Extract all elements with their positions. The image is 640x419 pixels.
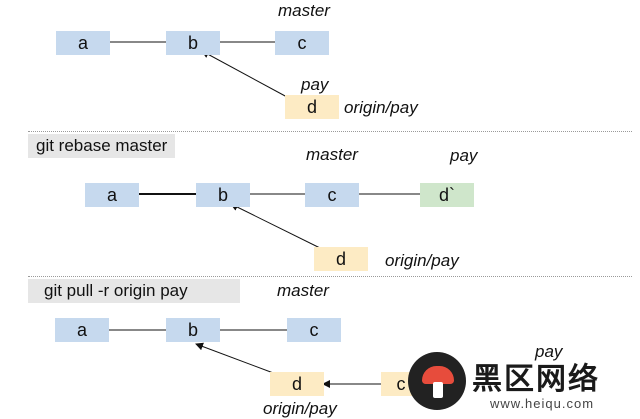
label-pay: pay xyxy=(535,342,563,361)
mushroom-logo-icon xyxy=(408,352,466,410)
arrow-d-to-b-3 xyxy=(195,342,277,375)
commit-d-prime: d` xyxy=(420,183,474,207)
label-origin-pay: origin/pay xyxy=(385,251,459,270)
arrow-d-to-b-2 xyxy=(230,203,321,249)
commit-b: b xyxy=(166,318,220,342)
label-master: master xyxy=(277,281,329,300)
commit-c: c xyxy=(287,318,341,342)
commit-b: b xyxy=(196,183,250,207)
commit-d: d xyxy=(270,372,324,396)
commit-d: d xyxy=(314,247,368,271)
commit-c: c xyxy=(275,31,329,55)
watermark: 黑区网络 www.heiqu.com xyxy=(406,352,640,417)
commit-d: d xyxy=(285,95,339,119)
commit-a: a xyxy=(56,31,110,55)
command-label: git pull -r origin pay xyxy=(28,279,240,303)
label-origin-pay: origin/pay xyxy=(344,98,418,117)
watermark-domain: www.heiqu.com xyxy=(490,396,595,411)
command-label: git rebase master xyxy=(28,134,176,158)
label-pay: pay xyxy=(450,146,478,165)
commit-b: b xyxy=(166,31,220,55)
commit-a: a xyxy=(85,183,139,207)
section-divider xyxy=(28,131,632,132)
section-divider xyxy=(28,276,632,277)
commit-c: c xyxy=(305,183,359,207)
watermark-text: 黑区网络 xyxy=(472,363,600,396)
commit-a: a xyxy=(55,318,109,342)
label-origin-pay: origin/pay xyxy=(263,399,337,418)
label-master: master xyxy=(278,1,330,20)
arrow-d-to-b xyxy=(201,50,288,98)
label-master: master xyxy=(306,145,358,164)
label-pay: pay xyxy=(301,75,329,94)
